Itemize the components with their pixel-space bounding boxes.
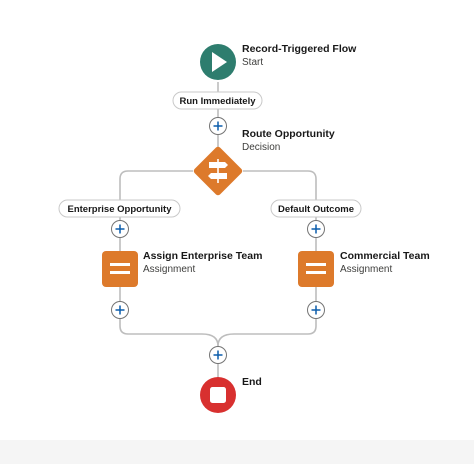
enterprise-outcome-text: Enterprise Opportunity [68,204,173,215]
start-node-subtitle: Start [242,57,263,68]
decision-node-subtitle: Decision [242,142,280,153]
end-node[interactable]: End [200,376,262,413]
run-immediately-text: Run Immediately [179,96,256,107]
assignment-box[interactable] [102,251,138,287]
connector-left-merge [119,286,219,347]
assign-enterprise-subtitle: Assignment [143,264,195,275]
decision-node-title: Route Opportunity [242,128,335,140]
plus-icon [115,224,125,234]
canvas-footer-band [0,440,474,464]
equals-icon [306,263,326,274]
commercial-team-title: Commercial Team [340,250,430,262]
play-icon [212,52,227,72]
connector-decision-left-branch [119,170,193,258]
start-node-title: Record-Triggered Flow [242,43,357,55]
plus-icon [311,305,321,315]
plus-icon [213,350,223,360]
add-element-button[interactable] [307,301,325,319]
enterprise-outcome-pill[interactable] [58,199,181,218]
stop-icon [210,387,226,403]
add-element-button[interactable] [209,117,227,135]
commercial-team-subtitle: Assignment [340,264,392,275]
commercial-team-node[interactable]: Commercial Team Assignment [298,250,430,287]
start-node[interactable]: Record-Triggered Flow Start [200,43,357,80]
default-outcome-pill[interactable] [270,199,362,218]
decision-node[interactable]: Route Opportunity Decision [193,128,335,196]
enterprise-outcome-label[interactable]: Enterprise Opportunity [58,199,181,218]
add-element-button[interactable] [111,220,129,238]
end-node-title: End [242,376,262,388]
equals-icon [110,263,130,274]
run-immediately-label[interactable]: Run Immediately [172,91,263,110]
add-element-button[interactable] [209,346,227,364]
default-outcome-text: Default Outcome [278,204,354,215]
default-outcome-label[interactable]: Default Outcome [270,199,362,218]
assign-enterprise-team-node[interactable]: Assign Enterprise Team Assignment [102,250,262,287]
plus-icon [311,224,321,234]
plus-icon [115,305,125,315]
connector-decision-right-branch [243,170,317,258]
plus-icon [213,121,223,131]
add-element-button[interactable] [307,220,325,238]
assignment-box[interactable] [298,251,334,287]
run-immediately-pill[interactable] [172,91,263,110]
assign-enterprise-title: Assign Enterprise Team [143,250,262,262]
signpost-icon [208,159,228,183]
connector-right-merge [217,286,317,347]
add-element-button[interactable] [111,301,129,319]
